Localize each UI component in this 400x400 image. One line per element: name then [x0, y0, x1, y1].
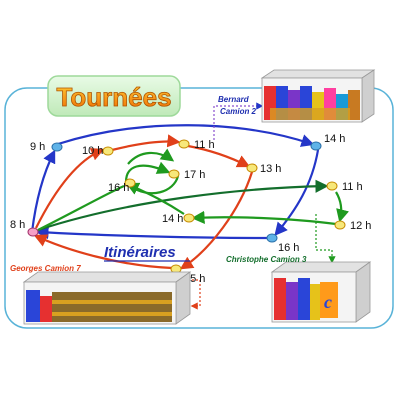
title: Tournées — [56, 82, 171, 112]
red-route-depot-10h — [35, 148, 105, 229]
label-10h: 10 h — [82, 145, 103, 157]
christophe-label: Christophe Camion 3 — [226, 255, 307, 264]
title-badge: Tournées — [47, 75, 181, 117]
blue-route-9h-14h — [57, 124, 315, 147]
label-14h-b: 14 h — [162, 213, 183, 225]
node-14h-a[interactable] — [310, 141, 322, 151]
christophe-connector — [315, 214, 336, 264]
blue-route-14h-16h — [274, 149, 320, 237]
node-12h[interactable] — [334, 220, 346, 230]
label-11h-b: 11 h — [342, 181, 363, 193]
red-route-15h-depot — [33, 234, 173, 270]
node-14h-b[interactable] — [183, 213, 195, 223]
node-16h-b[interactable] — [266, 233, 278, 243]
green-route-12h-14h — [191, 210, 337, 226]
node-11h-a[interactable] — [178, 139, 190, 149]
green-route-depot-14h — [37, 184, 125, 231]
node-11h-b[interactable] — [326, 181, 338, 191]
node-depot[interactable] — [27, 227, 39, 237]
label-17h: 17 h — [184, 169, 205, 181]
label-9h: 9 h — [30, 141, 45, 153]
green-route-17h-loop — [129, 175, 180, 195]
node-17h[interactable] — [168, 169, 180, 179]
label-depot: 8 h — [10, 219, 25, 231]
label-12h: 12 h — [350, 220, 371, 232]
green-route-top-loop — [127, 148, 175, 165]
label-16h-b: 16 h — [278, 242, 299, 254]
blue-route-depot-9h — [30, 149, 56, 233]
label-11h-a: 11 h — [194, 139, 215, 151]
diagram-frame — [4, 87, 394, 329]
green-route-16h-17h — [124, 161, 171, 183]
blue-route-16h-depot — [35, 225, 271, 240]
bernard-connector — [213, 102, 264, 140]
red-route-13h-15h — [179, 171, 254, 270]
red-route-10h-11h — [111, 134, 181, 152]
bernard-truck-label: Camion 2 — [220, 107, 257, 116]
christophe-badge: c — [324, 292, 332, 312]
node-10h[interactable] — [102, 146, 114, 156]
label-13h: 13 h — [260, 163, 281, 175]
label-16h-a: 16 h — [108, 182, 129, 194]
green-route-11h-12h — [335, 191, 349, 223]
bernard-driver-label: Bernard — [218, 95, 250, 104]
itineraires-label: Itinéraires — [104, 244, 176, 261]
truck-bernard — [260, 69, 376, 123]
dark-green-route-depot-11h — [37, 179, 329, 232]
node-9h[interactable] — [51, 142, 63, 152]
node-13h[interactable] — [246, 163, 258, 173]
label-14h-a: 14 h — [324, 133, 345, 145]
truck-christophe — [270, 261, 372, 323]
red-route-11h-13h — [187, 144, 251, 168]
georges-label: Georges Camion 7 — [10, 264, 81, 273]
truck-georges — [22, 271, 192, 325]
node-16h-a[interactable] — [124, 178, 136, 188]
